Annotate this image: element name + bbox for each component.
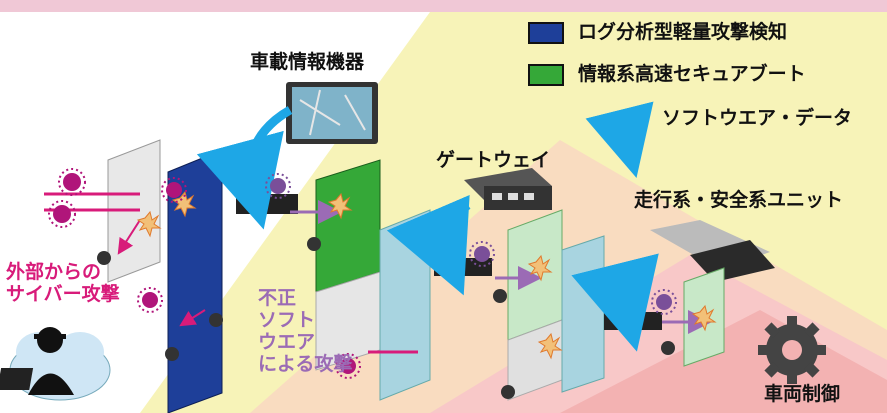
virus-icon bbox=[58, 168, 86, 196]
infotainment-label: 車載情報機器 bbox=[250, 51, 365, 73]
gear-icon bbox=[758, 316, 826, 384]
update-arrow-3 bbox=[571, 253, 659, 352]
virus-icon bbox=[335, 353, 361, 379]
external-attack-label: 外部からの サイバー攻撃 bbox=[6, 261, 120, 306]
top-banner bbox=[0, 0, 887, 12]
legend-boot-swatch bbox=[528, 64, 564, 86]
virus-icon-group bbox=[48, 168, 677, 399]
boot-panel-1 bbox=[315, 159, 381, 293]
malware-line1: 不正 bbox=[258, 287, 297, 309]
update-arrow-1 bbox=[196, 106, 293, 230]
legend-update-arrow bbox=[585, 101, 654, 178]
external-attack-line1: 外部からの bbox=[6, 261, 102, 283]
legend-detection-swatch bbox=[528, 22, 564, 44]
vehicle-control-label: 車両制御 bbox=[764, 383, 841, 405]
legend-detection: ログ分析型軽量攻撃検知 bbox=[528, 21, 788, 44]
malware-attack-label: 不正 ソフト ウエア による攻撃 bbox=[258, 287, 353, 375]
malware-line2: ソフト bbox=[258, 308, 316, 331]
detection-panel-2 bbox=[379, 209, 431, 401]
virus-icon bbox=[161, 177, 187, 203]
legend-boot: 情報系高速セキュアブート bbox=[528, 63, 806, 86]
external-attack-line2: サイバー攻撃 bbox=[6, 282, 120, 305]
chip-3 bbox=[604, 312, 662, 330]
legend-boot-label: 情報系高速セキュアブート bbox=[578, 63, 806, 86]
spark-icons bbox=[136, 190, 717, 360]
legend-update-label: ソフトウエア・データ bbox=[662, 107, 853, 129]
virus-icon bbox=[265, 173, 291, 199]
gateway-label: ゲートウェイ bbox=[436, 149, 551, 171]
hacker-icon bbox=[0, 327, 111, 401]
malware-line4: による攻撃 bbox=[258, 352, 353, 375]
virus-icon bbox=[651, 289, 677, 315]
update-arrow-2 bbox=[386, 194, 471, 296]
legend-detection-label: ログ分析型軽量攻撃検知 bbox=[578, 21, 788, 44]
virus-icon bbox=[469, 241, 495, 267]
boot-panel-2 bbox=[507, 209, 563, 341]
virus-icon bbox=[137, 287, 163, 313]
chip-1 bbox=[236, 194, 298, 214]
malware-line3: ウエア bbox=[258, 330, 316, 353]
drive-units-label: 走行系・安全系ユニット bbox=[634, 189, 844, 211]
detection-panel-3 bbox=[561, 235, 605, 393]
virus-icon bbox=[48, 200, 76, 228]
